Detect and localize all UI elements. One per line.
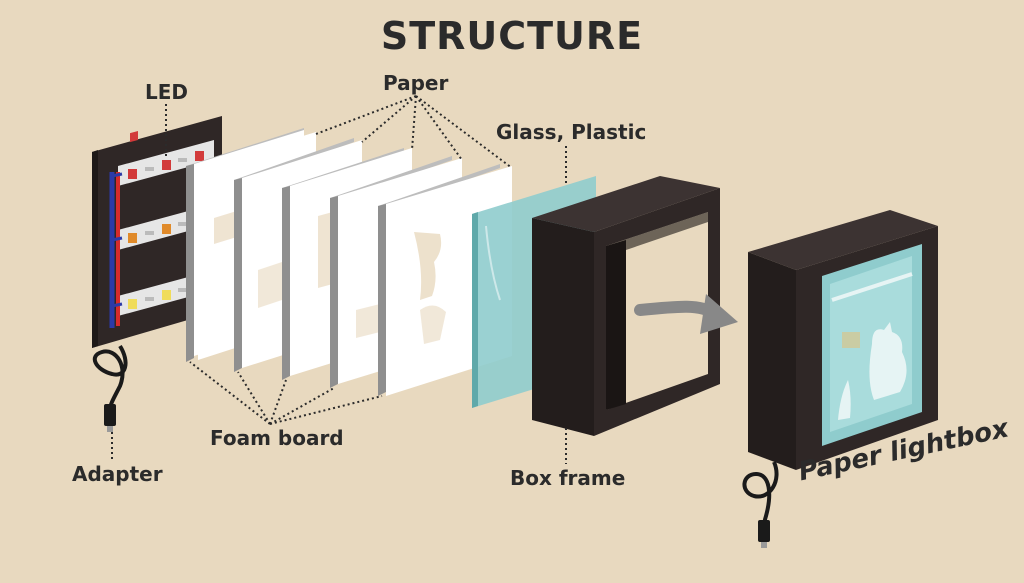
led-strip-red [118, 131, 214, 186]
leader-lines [111, 95, 567, 464]
diagram-title: STRUCTURE [380, 14, 644, 58]
paper-lightbox [748, 210, 938, 470]
glass-plastic-label: Glass, Plastic [496, 120, 647, 144]
cat-silhouette [869, 322, 907, 400]
adapter-cable [92, 344, 128, 432]
lightbox-cable [742, 461, 779, 548]
foam-board-label: Foam board [210, 426, 344, 450]
adapter-plug [104, 404, 116, 426]
led-label: LED [145, 80, 189, 104]
paper-label: Paper [383, 71, 449, 95]
layer-stack [186, 128, 512, 396]
box-frame-label: Box frame [510, 466, 626, 490]
arrow-icon [634, 294, 738, 334]
adapter-label: Adapter [72, 462, 163, 486]
